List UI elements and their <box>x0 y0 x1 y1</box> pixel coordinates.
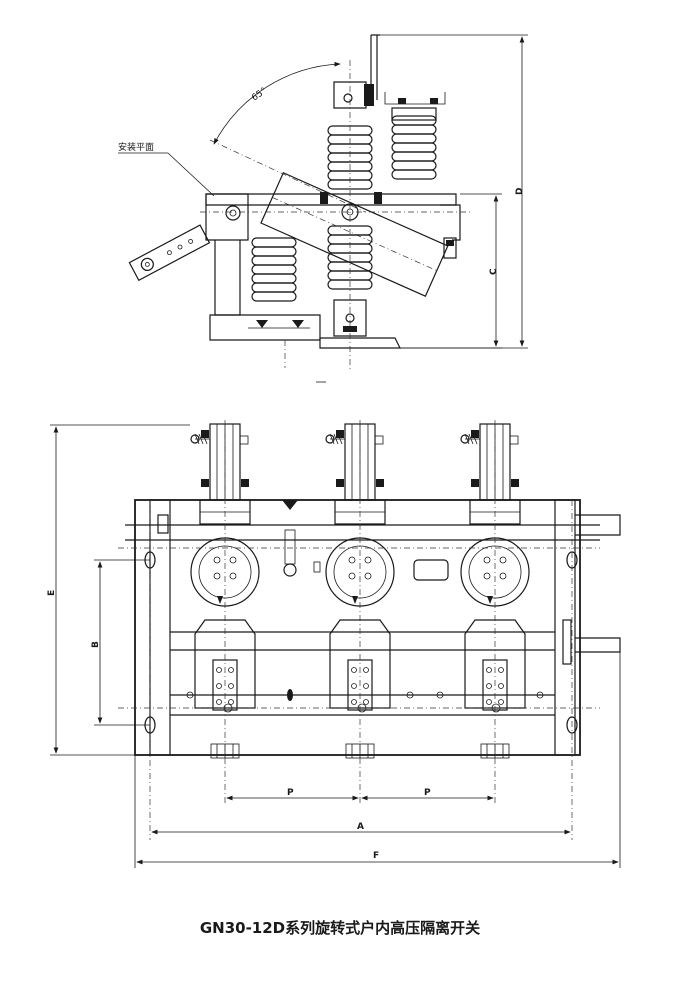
dim-p1-label: P <box>287 788 294 798</box>
dim-d-label: D <box>515 188 525 195</box>
dim-a-label: A <box>357 822 364 832</box>
figure-caption: GN30-12D系列旋转式户内高压隔离开关 <box>199 919 481 937</box>
angle-label: 65° <box>250 86 269 103</box>
dim-b-label: B <box>91 641 101 648</box>
dim-f-label: F <box>373 851 379 861</box>
side-view: 65° 安装平面 C D <box>118 34 528 383</box>
front-view: E B P P A F <box>47 420 621 868</box>
dim-p2-label: P <box>424 788 431 798</box>
dim-e-label: E <box>47 590 57 596</box>
dim-c-label: C <box>489 268 499 275</box>
mount-plane-label: 安装平面 <box>118 141 154 153</box>
